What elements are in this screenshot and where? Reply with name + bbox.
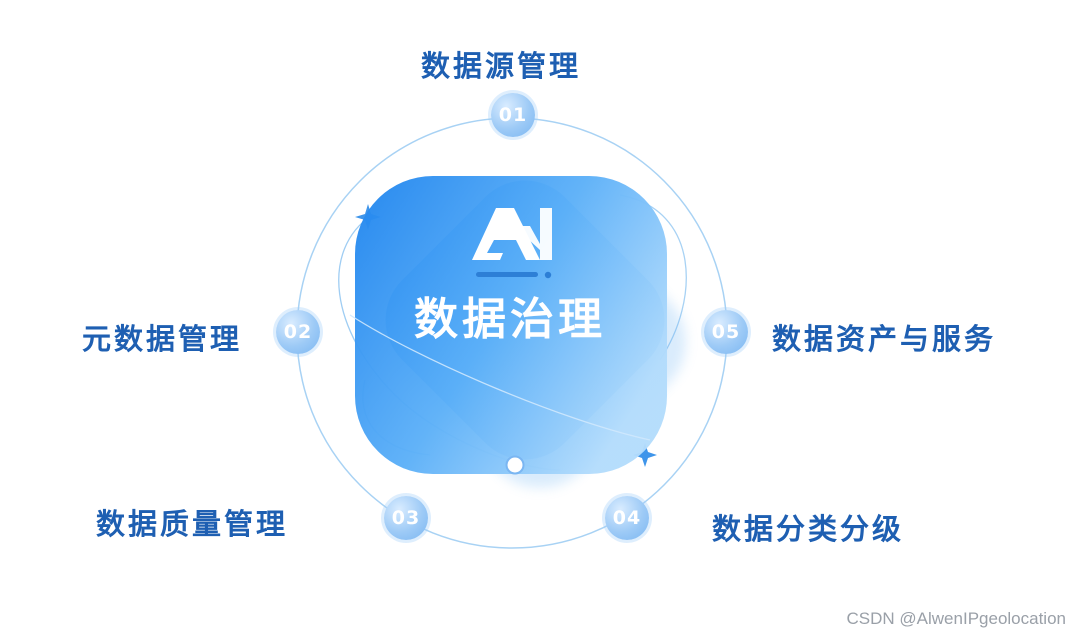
node-02: 02 [276, 310, 320, 354]
card-hole [505, 455, 525, 475]
node-number: 01 [498, 104, 528, 126]
center-card [355, 176, 667, 474]
label-data-source-management: 数据源管理 [421, 49, 582, 83]
node-03: 03 [384, 496, 428, 540]
label-data-classification: 数据分类分级 [712, 512, 905, 546]
label-metadata-management: 元数据管理 [82, 322, 243, 356]
center-title: 数据治理 [414, 294, 606, 345]
node-01: 01 [491, 93, 535, 137]
node-number: 04 [612, 507, 642, 529]
label-data-quality-management: 数据质量管理 [96, 507, 289, 541]
logo-dot [544, 271, 552, 279]
node-number: 03 [391, 507, 421, 529]
ai-logo-icon [472, 208, 552, 260]
node-05: 05 [704, 310, 748, 354]
node-04: 04 [605, 496, 649, 540]
orbit-arc-front [349, 314, 651, 441]
node-number: 05 [711, 321, 741, 343]
logo-underline [476, 272, 538, 277]
sparkle-icon [633, 443, 657, 467]
watermark: CSDN @AlwenIPgeolocation [846, 609, 1066, 628]
node-number: 02 [283, 321, 313, 343]
label-data-assets-services: 数据资产与服务 [772, 322, 997, 356]
